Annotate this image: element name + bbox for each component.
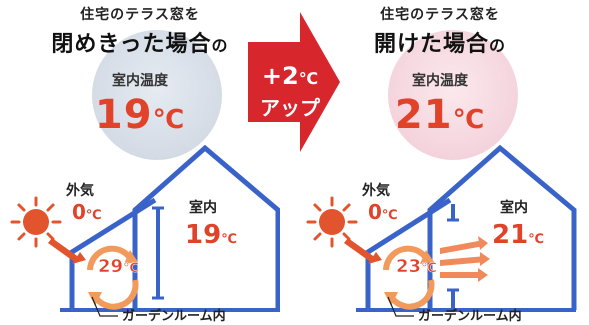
garden-temp: 29℃ xyxy=(98,256,139,278)
caption-line2: 閉めきった場合の xyxy=(0,26,280,58)
garden-room-outline xyxy=(365,197,452,310)
inside-temp-unit: ℃ xyxy=(528,232,544,247)
room-temp-value: 19℃ xyxy=(0,92,280,138)
increase-arrow: +2℃ アップ xyxy=(248,12,340,152)
room-temp-number: 21 xyxy=(394,92,453,138)
outside-label: 外気 xyxy=(362,183,390,199)
outside-temp-unit: ℃ xyxy=(85,208,102,223)
room-temp-value: 21℃ xyxy=(300,92,580,138)
arrow-increase-value: +2℃ xyxy=(244,62,336,90)
temp-bubble xyxy=(388,30,518,160)
sunlight-arrow xyxy=(344,238,382,264)
room-temp-unit: ℃ xyxy=(452,105,486,135)
caption-line2-particle: の xyxy=(489,36,507,55)
sun-icon xyxy=(10,196,62,248)
garden-temp: 23℃ xyxy=(396,256,437,278)
inside-temp: 19℃ xyxy=(185,220,237,250)
arrow-shape xyxy=(248,12,340,152)
room-temp-label: 室内温度 xyxy=(412,73,468,89)
house-diagram xyxy=(306,144,577,317)
temp-bubble xyxy=(92,30,222,160)
outside-temp-number: 0 xyxy=(368,200,382,224)
caption-line2: 開けた場合の xyxy=(300,26,580,58)
main-house-outline xyxy=(132,144,280,310)
inside-label: 室内 xyxy=(189,200,217,216)
garden-pointer xyxy=(91,296,118,317)
room-temp-unit: ℃ xyxy=(152,105,186,135)
garden-pointer xyxy=(387,296,414,317)
arrow-unit: ℃ xyxy=(298,69,319,88)
outside-temp: 0℃ xyxy=(368,200,398,224)
outside-temp-unit: ℃ xyxy=(381,208,398,223)
garden-temp-number: 29 xyxy=(98,256,124,278)
house-diagram xyxy=(10,144,280,317)
caption-line1: 住宅のテラス窓を xyxy=(80,7,200,23)
inside-temp: 21℃ xyxy=(492,220,544,250)
inside-temp-number: 19 xyxy=(185,220,222,250)
outside-temp: 0℃ xyxy=(72,200,102,224)
open-window-panel: 住宅のテラス窓を 開けた場合の 室内温度 21℃ xyxy=(300,0,580,325)
garden-room-outline xyxy=(69,197,157,310)
outside-temp-number: 0 xyxy=(72,200,86,224)
inside-temp-unit: ℃ xyxy=(221,232,237,247)
garden-temp-unit: ℃ xyxy=(421,261,437,277)
warm-air-flow-arrows xyxy=(440,236,490,282)
room-temp-label: 室内温度 xyxy=(112,73,168,89)
arrow-up-text: アップ xyxy=(260,96,320,120)
caption-line2-particle: の xyxy=(211,36,229,55)
garden-room-label: ガーデンルーム内 xyxy=(418,309,522,324)
closed-window-panel: 住宅のテラス窓を 閉めきった場合の 室内温度 19℃ xyxy=(0,0,280,325)
circulation-arrows xyxy=(87,245,139,310)
garden-room-label: ガーデンルーム内 xyxy=(122,309,226,324)
arrow-number: +2 xyxy=(261,62,299,90)
circulation-arrows xyxy=(383,245,435,310)
sunlight-arrow xyxy=(48,238,86,264)
outside-label: 外気 xyxy=(66,183,94,199)
room-temp-number: 19 xyxy=(94,92,153,138)
caption-line1: 住宅のテラス窓を xyxy=(380,7,500,23)
inside-temp-number: 21 xyxy=(492,220,529,250)
garden-temp-number: 23 xyxy=(396,256,422,278)
caption-line2-main: 閉めきった場合 xyxy=(51,32,212,57)
sun-icon xyxy=(306,196,358,248)
inside-label: 室内 xyxy=(500,200,528,216)
main-house-outline xyxy=(427,144,577,310)
caption-line2-main: 開けた場合 xyxy=(373,32,489,57)
garden-temp-unit: ℃ xyxy=(123,261,139,277)
